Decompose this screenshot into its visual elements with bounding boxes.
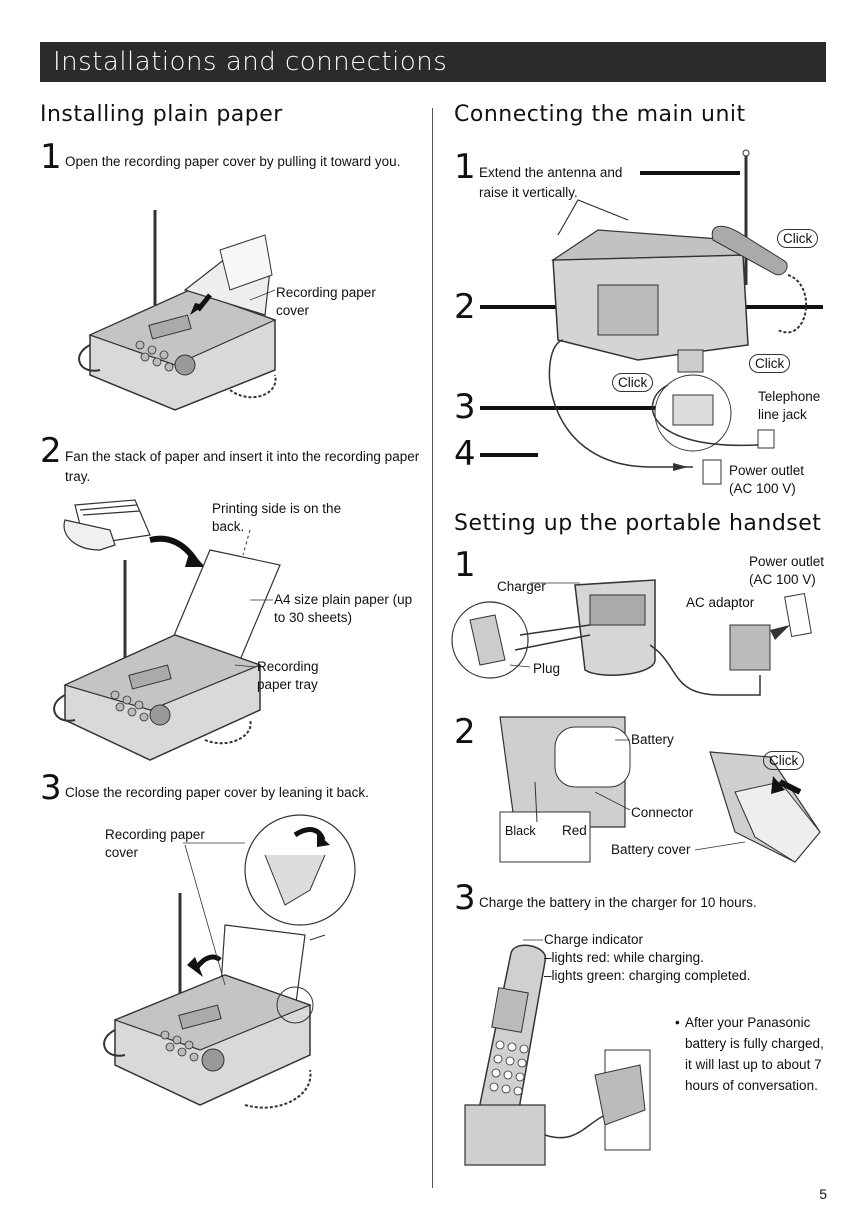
label-plug: Plug xyxy=(533,661,561,676)
step-text: Extend the antenna and raise it vertical… xyxy=(479,165,623,200)
label-a4-paper: A4 size plain paper (up to 30 sheets) xyxy=(274,592,413,625)
fax-insert-paper-illustration xyxy=(53,499,281,761)
step-text: Fan the stack of paper and insert it int… xyxy=(65,449,420,484)
step-number: 3 xyxy=(40,768,62,808)
label-power-outlet: Power outlet (AC 100 V) xyxy=(729,463,805,496)
page-number: 5 xyxy=(819,1186,827,1202)
step-number: 1 xyxy=(454,545,476,585)
charge-indicator-block: Charge indicator –lights red: while char… xyxy=(544,931,784,985)
step-number: 1 xyxy=(454,147,476,187)
step-text: Charge the battery in the charger for 10… xyxy=(479,895,757,910)
label-connector: Connector xyxy=(631,805,694,820)
label-red-wire: Red xyxy=(562,823,587,838)
label-recording-paper-cover: Recording paper cover xyxy=(276,285,376,318)
main-unit-connection-illustration xyxy=(480,149,823,485)
charger-ac-adaptor-illustration xyxy=(451,579,812,696)
click-callout: Click xyxy=(763,751,805,770)
bullet-icon: • xyxy=(675,1015,680,1030)
label-lights-red: –lights red: while charging. xyxy=(544,950,704,965)
heading-portable-handset: Setting up the portable handset xyxy=(454,511,822,536)
label-recording-paper-cover-close: Recording paper cover xyxy=(105,827,205,860)
label-telephone-line-jack: Telephone line jack xyxy=(758,389,821,422)
battery-install-illustration xyxy=(499,716,821,863)
handset-charging-illustration xyxy=(464,939,651,1166)
click-callout: Click xyxy=(612,373,654,392)
fax-close-cover-illustration xyxy=(103,814,356,1109)
step-text: Open the recording paper cover by pullin… xyxy=(65,154,401,169)
column-divider xyxy=(432,108,433,1188)
label-printing-side: Printing side is on the back. xyxy=(212,501,342,534)
label-lights-green: –lights green: charging completed. xyxy=(544,968,751,983)
click-callout: Click xyxy=(777,229,819,248)
label-ac-adaptor: AC adaptor xyxy=(686,595,755,610)
label-recording-paper-tray: Recording paper tray xyxy=(257,659,319,692)
click-callout: Click xyxy=(749,354,791,373)
label-black-wire: Black xyxy=(505,824,536,838)
step-number: 2 xyxy=(454,712,476,752)
label-charge-indicator: Charge indicator xyxy=(544,932,644,947)
step-number: 2 xyxy=(40,431,62,471)
label-battery: Battery xyxy=(631,732,674,747)
note-text: After your Panasonic battery is fully ch… xyxy=(685,1015,824,1093)
label-power-outlet-handset: Power outlet (AC 100 V) xyxy=(749,554,825,587)
section-banner: Installations and connections xyxy=(40,42,826,82)
battery-life-note: • After your Panasonic battery is fully … xyxy=(675,1012,830,1096)
label-charger: Charger xyxy=(497,579,546,594)
step-number: 3 xyxy=(454,387,476,427)
heading-connecting-main-unit: Connecting the main unit xyxy=(454,102,746,127)
step-text: Close the recording paper cover by leani… xyxy=(65,785,369,800)
heading-installing-paper: Installing plain paper xyxy=(40,102,283,127)
step-number: 3 xyxy=(454,878,476,918)
label-battery-cover: Battery cover xyxy=(611,842,691,857)
step-number: 2 xyxy=(454,287,476,327)
fax-open-cover-illustration xyxy=(78,210,277,411)
section-title: Installations and connections xyxy=(53,47,448,77)
step-number: 4 xyxy=(454,434,476,474)
step-number: 1 xyxy=(40,137,62,177)
